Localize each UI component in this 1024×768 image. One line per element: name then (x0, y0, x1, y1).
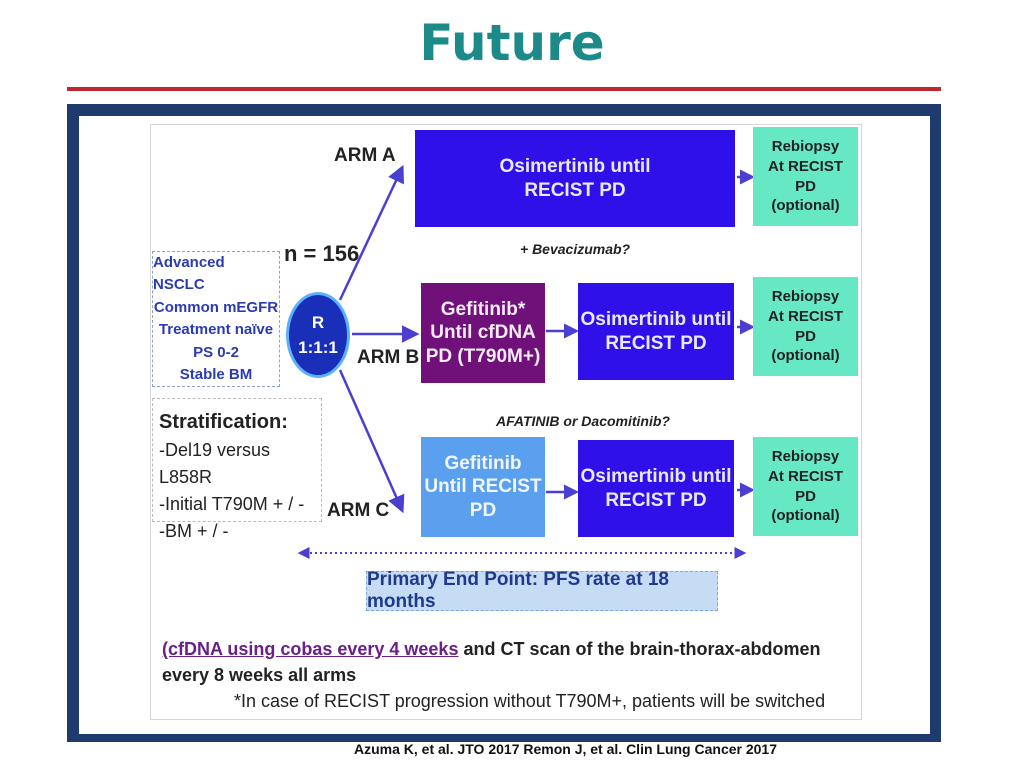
randomization-ratio: 1:1:1 (298, 338, 338, 357)
box-line: RECIST PD (524, 179, 626, 201)
arm-c-gefitinib-box: Gefitinib Until RECIST PD (421, 437, 545, 537)
arm-c-label: ARM C (327, 500, 390, 521)
arrow-to-arm-a (338, 164, 404, 301)
arrow-to-arm-c (338, 369, 405, 514)
box-line: RECIST PD (605, 332, 707, 354)
switch-footnote: *In case of RECIST progression without T… (234, 691, 826, 712)
box-line: At RECIST (768, 307, 843, 325)
randomization-circle: R 1:1:1 (286, 292, 350, 378)
page-title: Future (419, 14, 605, 72)
box-line: PD (795, 327, 816, 345)
arm-c-osimertinib-box: Osimertinib until RECIST PD (578, 440, 734, 537)
cfdna-note-rest: and CT scan of the brain-thorax-abdomen … (162, 639, 821, 686)
eligibility-criteria: Advanced NSCLC Common mEGFR Treatment na… (152, 251, 280, 387)
title-divider (67, 87, 941, 91)
criterion: Stable BM (179, 366, 253, 383)
stratification-item: -BM + / - (159, 521, 229, 541)
box-line: PD (795, 177, 816, 195)
box-line: (optional) (771, 197, 840, 215)
arm-b-rebiopsy-box: Rebiopsy At RECIST PD (optional) (753, 277, 858, 376)
arm-b-gefitinib-box: Gefitinib* Until cfDNA PD (T790M+) (421, 283, 545, 383)
arm-b-label: ARM B (357, 347, 420, 368)
criterion: Advanced NSCLC (153, 253, 225, 294)
box-line: PD (469, 499, 497, 521)
box-line: Gefitinib (444, 453, 522, 475)
footer-notes: (cfDNA using cobas every 4 weeks and CT … (162, 636, 852, 714)
afatinib-note: AFATINIB or Dacomitinib? (496, 413, 670, 429)
stratification-box: Stratification: -Del19 versus L858R -Ini… (152, 398, 322, 541)
bevacizumab-note: + Bevacizumab? (520, 241, 631, 257)
criterion: Treatment naïve (158, 321, 274, 338)
box-line: Osimertinib until (499, 156, 651, 178)
criterion: Common mEGFR (153, 298, 279, 316)
box-line: Until cfDNA (430, 322, 536, 344)
arm-c-rebiopsy-box: Rebiopsy At RECIST PD (optional) (753, 437, 858, 536)
box-line: Osimertinib until (580, 466, 732, 488)
arm-b-osimertinib-box: Osimertinib until RECIST PD (578, 283, 734, 380)
box-line: RECIST PD (605, 489, 707, 511)
box-line: Until RECIST (424, 476, 542, 498)
box-line: Rebiopsy (771, 287, 840, 305)
stratification-item: -Initial T790M + / - (159, 494, 305, 514)
citation: Azuma K, et al. JTO 2017 Remon J, et al.… (354, 741, 777, 757)
box-line: (optional) (771, 347, 840, 365)
primary-endpoint-box: Primary End Point: PFS rate at 18 months (366, 569, 718, 612)
arm-a-label: ARM A (334, 145, 396, 166)
box-line: At RECIST (768, 157, 843, 175)
box-line: (optional) (771, 507, 840, 525)
sample-size: n = 156 (284, 241, 360, 266)
box-line: Rebiopsy (771, 447, 840, 465)
randomization-label: R (311, 312, 325, 332)
criterion: PS 0-2 (193, 343, 239, 361)
box-line: PD (795, 487, 816, 505)
box-line: Osimertinib until (580, 309, 732, 331)
stratification-item: -Del19 versus L858R (159, 440, 271, 487)
cfdna-note-underlined: (cfDNA using cobas every 4 weeks (162, 639, 459, 659)
box-line: Rebiopsy (771, 137, 840, 155)
arm-a-osimertinib-box: Osimertinib until RECIST PD (415, 130, 735, 227)
stratification-heading: Stratification: (159, 411, 288, 433)
arm-a-rebiopsy-box: Rebiopsy At RECIST PD (optional) (753, 127, 858, 226)
diagram-panel (150, 124, 862, 720)
box-line: PD (T790M+) (425, 345, 541, 367)
box-line: At RECIST (768, 467, 843, 485)
box-line: Gefitinib* (440, 299, 526, 321)
